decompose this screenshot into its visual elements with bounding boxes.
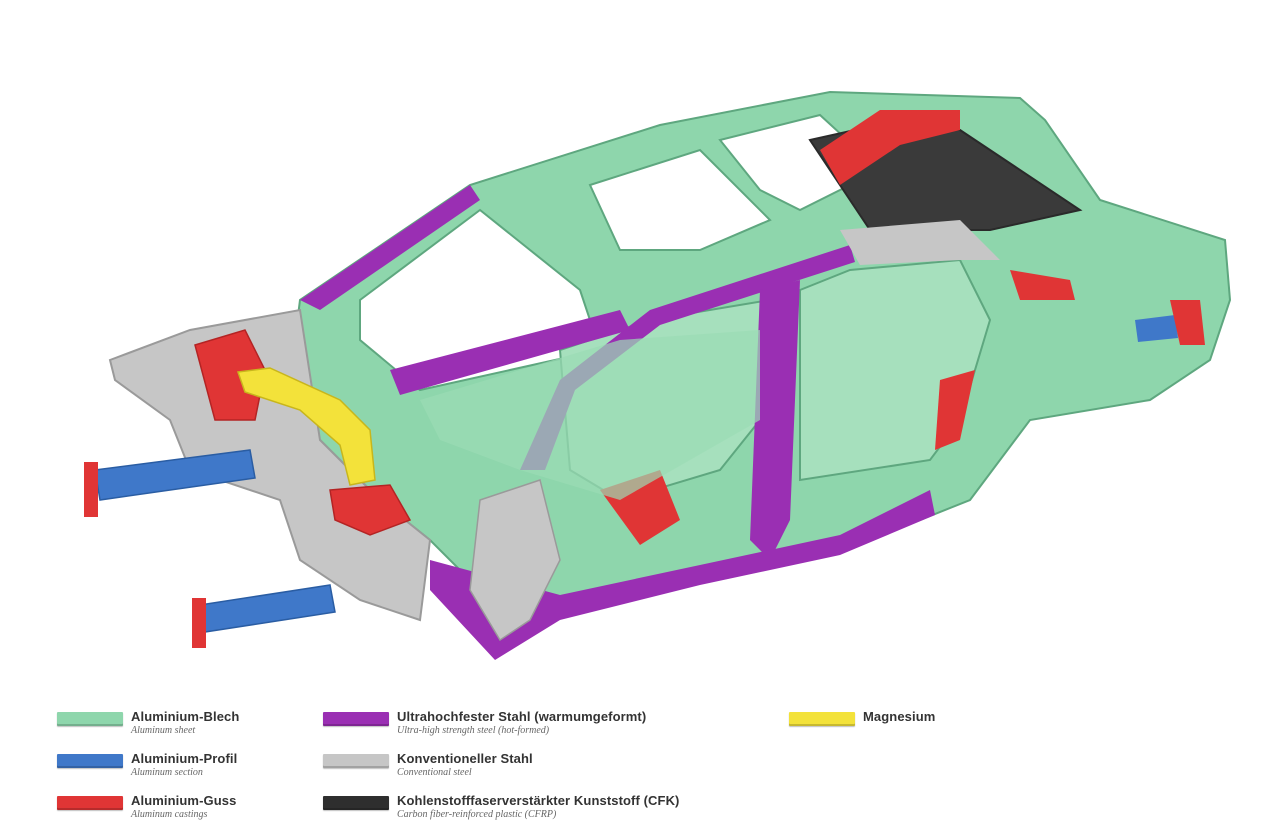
front-longitudinal-left-aluminium-section: [94, 449, 256, 501]
floor-cross-member-uhs-steel: [390, 310, 630, 395]
legend-label: Aluminium-Profil: [131, 751, 238, 766]
legend-sublabel: Aluminum section: [131, 767, 203, 778]
legend-label: Aluminium-Blech: [131, 709, 240, 724]
c-pillar-casting: [935, 370, 975, 450]
legend-item-conventional-steel: Konventioneller Stahl Conventional steel: [323, 750, 533, 779]
legend-label: Konventioneller Stahl: [397, 751, 533, 766]
b-pillar-roof-rail-uhs-steel: [520, 245, 855, 470]
legend-label: Magnesium: [863, 709, 936, 724]
strut-brace-magnesium: [236, 367, 376, 486]
rear-longitudinal-aluminium-section: [1135, 315, 1178, 342]
legend-label: Kohlenstofffaserverstärkter Kunststoff (…: [397, 793, 680, 808]
legend-swatch: [323, 796, 389, 810]
legend-sublabel: Aluminum castings: [131, 809, 208, 820]
legend-item-magnesium: Magnesium: [789, 708, 935, 726]
legend-swatch: [57, 796, 123, 810]
legend-item-aluminium-casting: Aluminium-Guss Aluminum castings: [57, 792, 236, 821]
a-pillar-lower-conventional-steel: [469, 479, 561, 642]
material-legend: Aluminium-Blech Aluminum sheet Aluminium…: [0, 700, 1272, 836]
legend-sublabel: Carbon fiber-reinforced plastic (CFRP): [397, 809, 557, 820]
legend-label: Aluminium-Guss: [131, 793, 237, 808]
legend-label: Ultrahochfester Stahl (warmumgeformt): [397, 709, 647, 724]
legend-swatch: [323, 754, 389, 768]
rear-node-casting-lower: [1010, 270, 1075, 300]
rear-pillar-conventional-steel: [840, 220, 1000, 265]
legend-swatch: [57, 712, 123, 726]
b-pillar-uhs-steel: [750, 280, 800, 560]
rear-end-casting: [1170, 300, 1205, 345]
legend-sublabel: Conventional steel: [397, 767, 472, 778]
legend-swatch: [57, 754, 123, 768]
legend-item-aluminium-sheet: Aluminium-Blech Aluminum sheet: [57, 708, 239, 737]
rear-node-casting-upper: [820, 110, 960, 185]
car-body-structure-illustration: [84, 90, 1232, 660]
roof-opening-front: [588, 148, 772, 251]
legend-sublabel: Ultra-high strength steel (hot-formed): [397, 725, 550, 736]
a-pillar-uhs-steel: [300, 185, 480, 310]
front-longitudinal-right-aluminium-section: [199, 584, 336, 633]
crash-box-left: [84, 462, 98, 517]
legend-item-cfrp: Kohlenstofffaserverstärkter Kunststoff (…: [323, 792, 680, 821]
front-node-casting: [329, 484, 412, 536]
legend-item-uhs-steel: Ultrahochfester Stahl (warmumgeformt) Ul…: [323, 708, 646, 737]
legend-item-aluminium-section: Aluminium-Profil Aluminum section: [57, 750, 237, 779]
floor-panel: [420, 330, 760, 500]
legend-swatch: [323, 712, 389, 726]
front-structure-conventional-steel: [108, 308, 432, 622]
sill-uhs-steel: [430, 490, 935, 660]
crash-box-right: [192, 598, 206, 648]
legend-swatch: [789, 712, 855, 726]
legend-sublabel: Aluminum sheet: [131, 725, 196, 736]
